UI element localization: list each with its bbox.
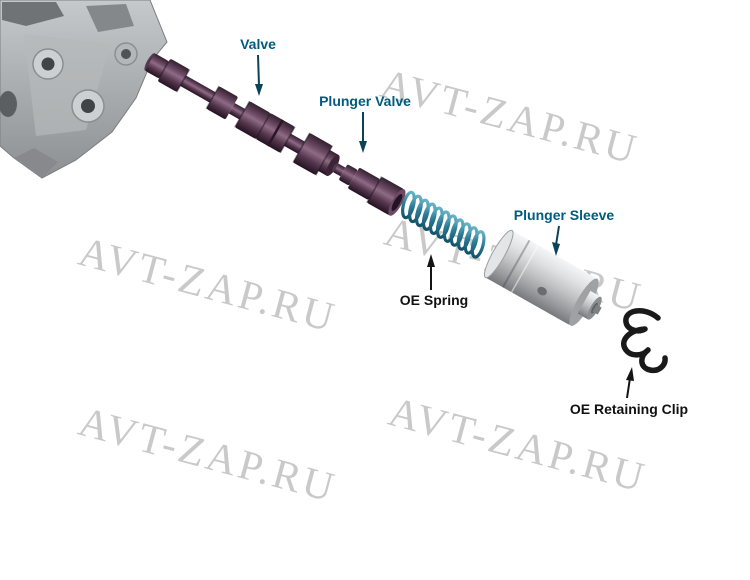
valve-label: Valve bbox=[240, 36, 276, 52]
plunger-valve-part bbox=[332, 163, 406, 216]
plunger-sleeve-part bbox=[483, 229, 602, 326]
valve-arrow bbox=[255, 54, 263, 96]
valve-body-casting bbox=[0, 0, 168, 179]
oe-retaining-clip-label: OE Retaining Clip bbox=[569, 401, 689, 417]
plunger-sleeve-label: Plunger Sleeve bbox=[513, 207, 615, 223]
oe-spring-label: OE Spring bbox=[399, 292, 469, 308]
plunger-valve-label: Plunger Valve bbox=[319, 93, 411, 109]
oe-retaining-clip-arrow bbox=[626, 367, 634, 399]
plunger-sleeve-arrow bbox=[552, 225, 560, 256]
plunger-valve-arrow bbox=[359, 112, 367, 153]
oe-spring-arrow bbox=[427, 254, 435, 290]
valve-part bbox=[144, 53, 340, 177]
oe-retaining-clip-part bbox=[621, 308, 668, 374]
oe-spring-part bbox=[401, 190, 486, 259]
